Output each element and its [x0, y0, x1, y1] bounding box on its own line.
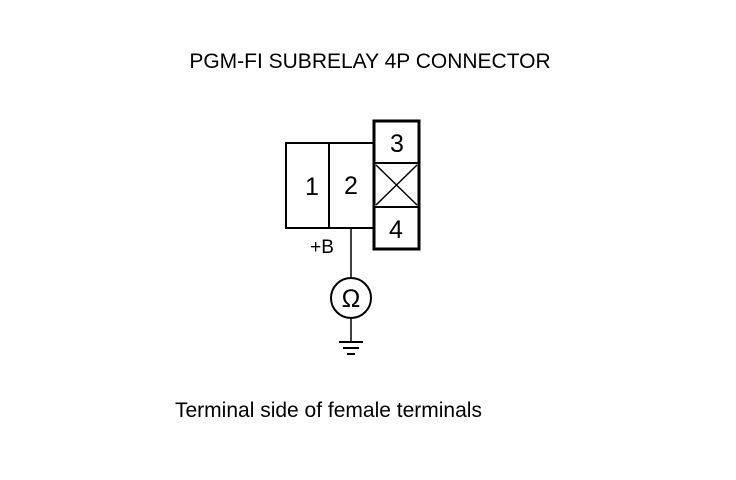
terminal-2-label: 2 [344, 172, 358, 200]
terminal-1-label: 1 [305, 173, 319, 201]
diagram-title: PGM-FI SUBRELAY 4P CONNECTOR [189, 50, 551, 73]
terminal-2-signal-label: +B [310, 237, 334, 258]
ohmmeter-symbol: Ω [342, 285, 361, 313]
terminal-3-label: 3 [390, 130, 404, 158]
terminal-4-label: 4 [389, 216, 403, 244]
ground-icon [339, 341, 363, 355]
ohmmeter-icon: Ω [330, 277, 372, 319]
blocked-cavity-icon [375, 164, 418, 206]
diagram-caption: Terminal side of female terminals [175, 399, 482, 422]
connector-housing-right [372, 119, 421, 251]
